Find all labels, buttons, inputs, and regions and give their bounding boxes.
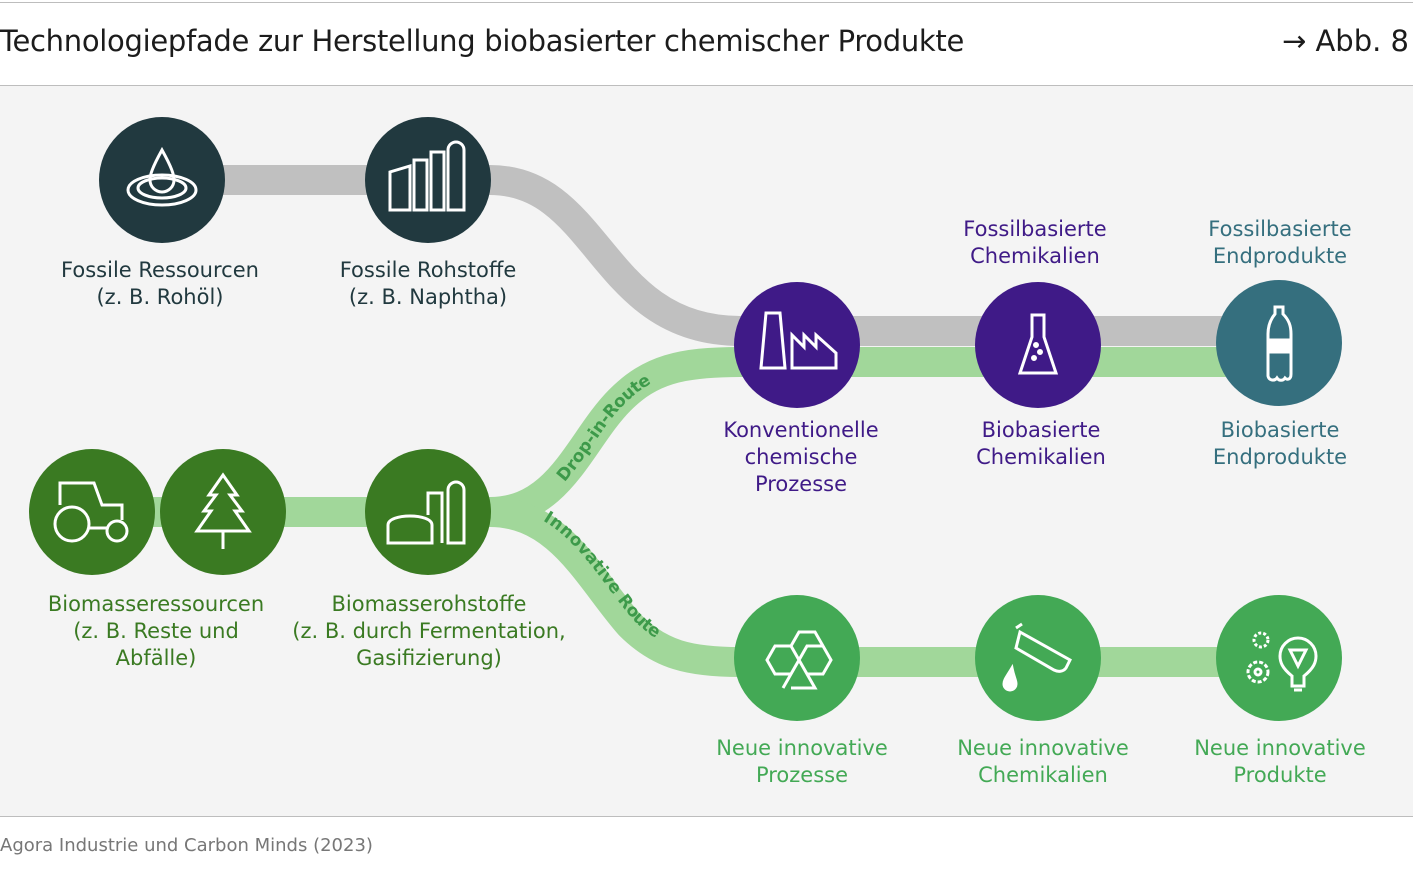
node-fossile-rohstoffe xyxy=(365,117,491,243)
node-fossile-ressourcen xyxy=(99,117,225,243)
node-biobasierte-chemikalien xyxy=(975,282,1101,408)
factory-icon xyxy=(759,311,838,370)
node-endprodukte xyxy=(1216,280,1342,406)
molecule-hexagon-icon xyxy=(765,630,833,690)
node-neue-chemikalien xyxy=(975,595,1101,721)
innovative-route-path xyxy=(489,497,1279,677)
node-neue-produkte xyxy=(1216,595,1342,721)
tree-icon xyxy=(194,472,252,549)
label-fossile-rohstoffe: Fossile Rohstoffe(z. B. Naphtha) xyxy=(339,258,517,309)
gears-lightbulb-icon xyxy=(1246,631,1318,692)
node-biomasserohstoffe xyxy=(365,449,491,575)
oil-drop-icon xyxy=(126,146,198,207)
test-tube-icon xyxy=(1002,622,1072,692)
label-fossile-ressourcen: Fossile Ressourcen(z. B. Rohöl) xyxy=(61,258,259,309)
tractor-icon xyxy=(53,481,129,543)
node-biomasseressourcen-tree xyxy=(160,449,286,575)
fossil-path xyxy=(162,165,1279,346)
flask-icon xyxy=(1017,313,1059,375)
biogas-plant-icon xyxy=(386,480,466,545)
bottle-icon xyxy=(1266,305,1293,382)
node-konventionelle-prozesse xyxy=(734,282,860,408)
figure-reference: → Abb. 8 xyxy=(1281,24,1409,58)
drop-in-route-label: Drop-in-Route xyxy=(553,370,654,485)
node-neue-prozesse xyxy=(734,595,860,721)
drop-in-route-path xyxy=(489,347,1279,527)
page-title: Technologiepfade zur Herstellung biobasi… xyxy=(0,24,965,58)
source-note: Agora Industrie und Carbon Minds (2023) xyxy=(0,835,373,856)
top-rule xyxy=(0,2,1413,3)
label-biomasserohstoffe: Biomasserohstoffe(z. B. durch Fermentati… xyxy=(292,592,566,670)
storage-tanks-icon xyxy=(388,140,466,212)
node-biomasseressourcen-tractor xyxy=(29,449,155,575)
